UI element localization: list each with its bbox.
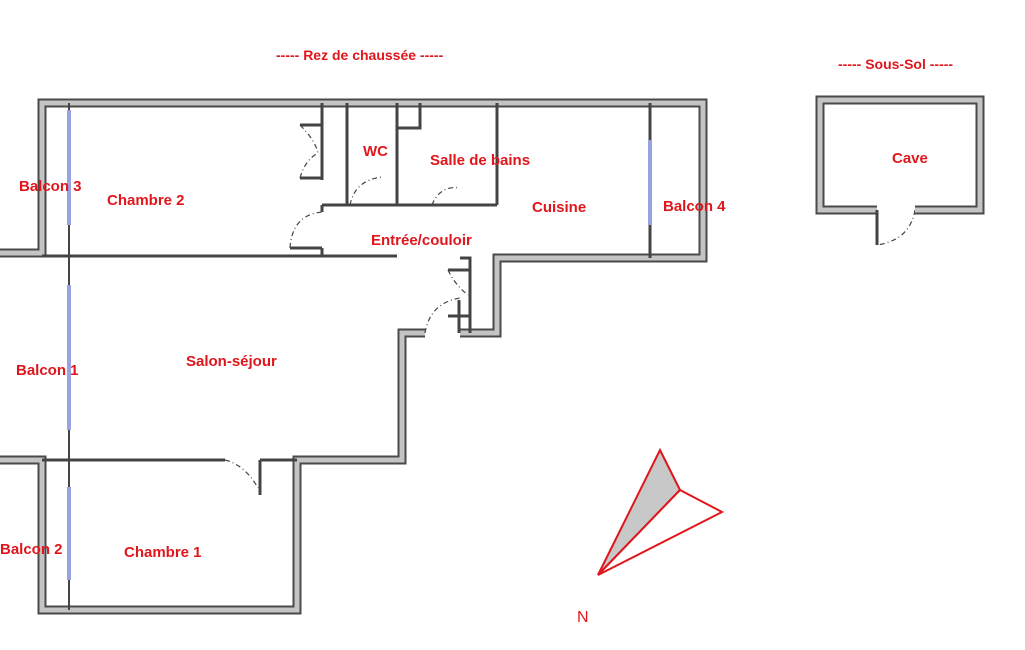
room-balcon-2: Balcon 2: [0, 541, 63, 558]
windows: [67, 110, 652, 580]
ground-floor-title: ----- Rez de chaussée -----: [276, 47, 444, 63]
walls: [0, 98, 708, 615]
doors: [224, 124, 916, 489]
room-cave: Cave: [892, 150, 928, 167]
room-chambre-1: Chambre 1: [124, 544, 202, 561]
north-arrow-icon: [597, 447, 725, 576]
cave-walls: [815, 95, 985, 245]
basement-title: ----- Sous-Sol -----: [838, 56, 954, 72]
room-balcon-4: Balcon 4: [663, 198, 726, 215]
room-salle-de-bains: Salle de bains: [430, 152, 531, 169]
room-entree-couloir: Entrée/couloir: [371, 232, 472, 249]
north-label: N: [577, 609, 589, 626]
room-wc: WC: [363, 143, 388, 160]
room-balcon-3: Balcon 3: [19, 178, 82, 195]
room-cuisine: Cuisine: [532, 199, 587, 216]
room-salon-sejour: Salon-séjour: [186, 353, 277, 370]
room-balcon-1: Balcon 1: [16, 362, 79, 379]
room-chambre-2: Chambre 2: [107, 192, 185, 209]
